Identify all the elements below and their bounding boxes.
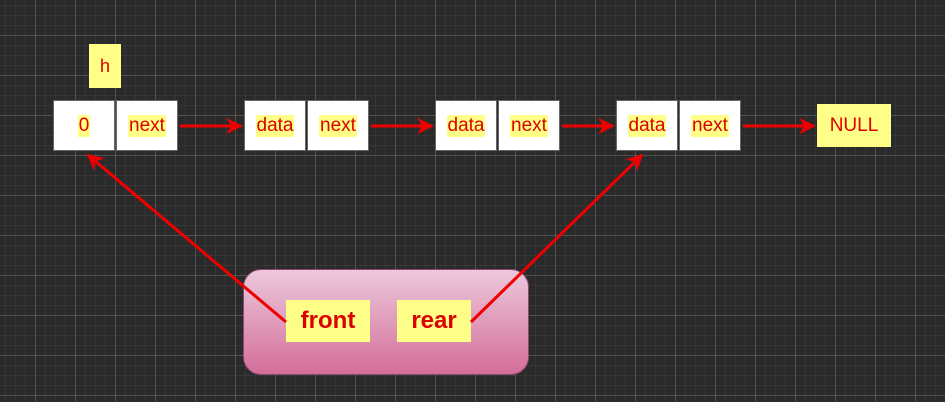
node-3-next-text: next (691, 114, 729, 137)
node-2-data-text: data (446, 114, 486, 137)
head-label: h (89, 44, 121, 88)
node-2-next-cell: next (498, 100, 560, 151)
node-3-next-cell: next (679, 100, 741, 151)
node-0-next-text: next (128, 114, 166, 137)
node-1-next-cell: next (307, 100, 369, 151)
front-pointer-label: front (286, 300, 370, 342)
rear-pointer-label: rear (397, 300, 471, 342)
node-3-data-cell: data (616, 100, 678, 151)
rear-arrow (469, 153, 644, 324)
node-1-data-cell: data (244, 100, 306, 151)
node-0-data-cell: 0 (53, 100, 115, 151)
node-1-data-text: data (255, 114, 295, 137)
node-2-next-text: next (510, 114, 548, 137)
node-3-data-text: data (627, 114, 667, 137)
node-0-next-cell: next (116, 100, 178, 151)
null-terminator: NULL (817, 104, 891, 147)
node-0-data-text: 0 (77, 114, 91, 137)
front-arrow (86, 153, 287, 324)
node-1-next-text: next (319, 114, 357, 137)
node-2-data-cell: data (435, 100, 497, 151)
